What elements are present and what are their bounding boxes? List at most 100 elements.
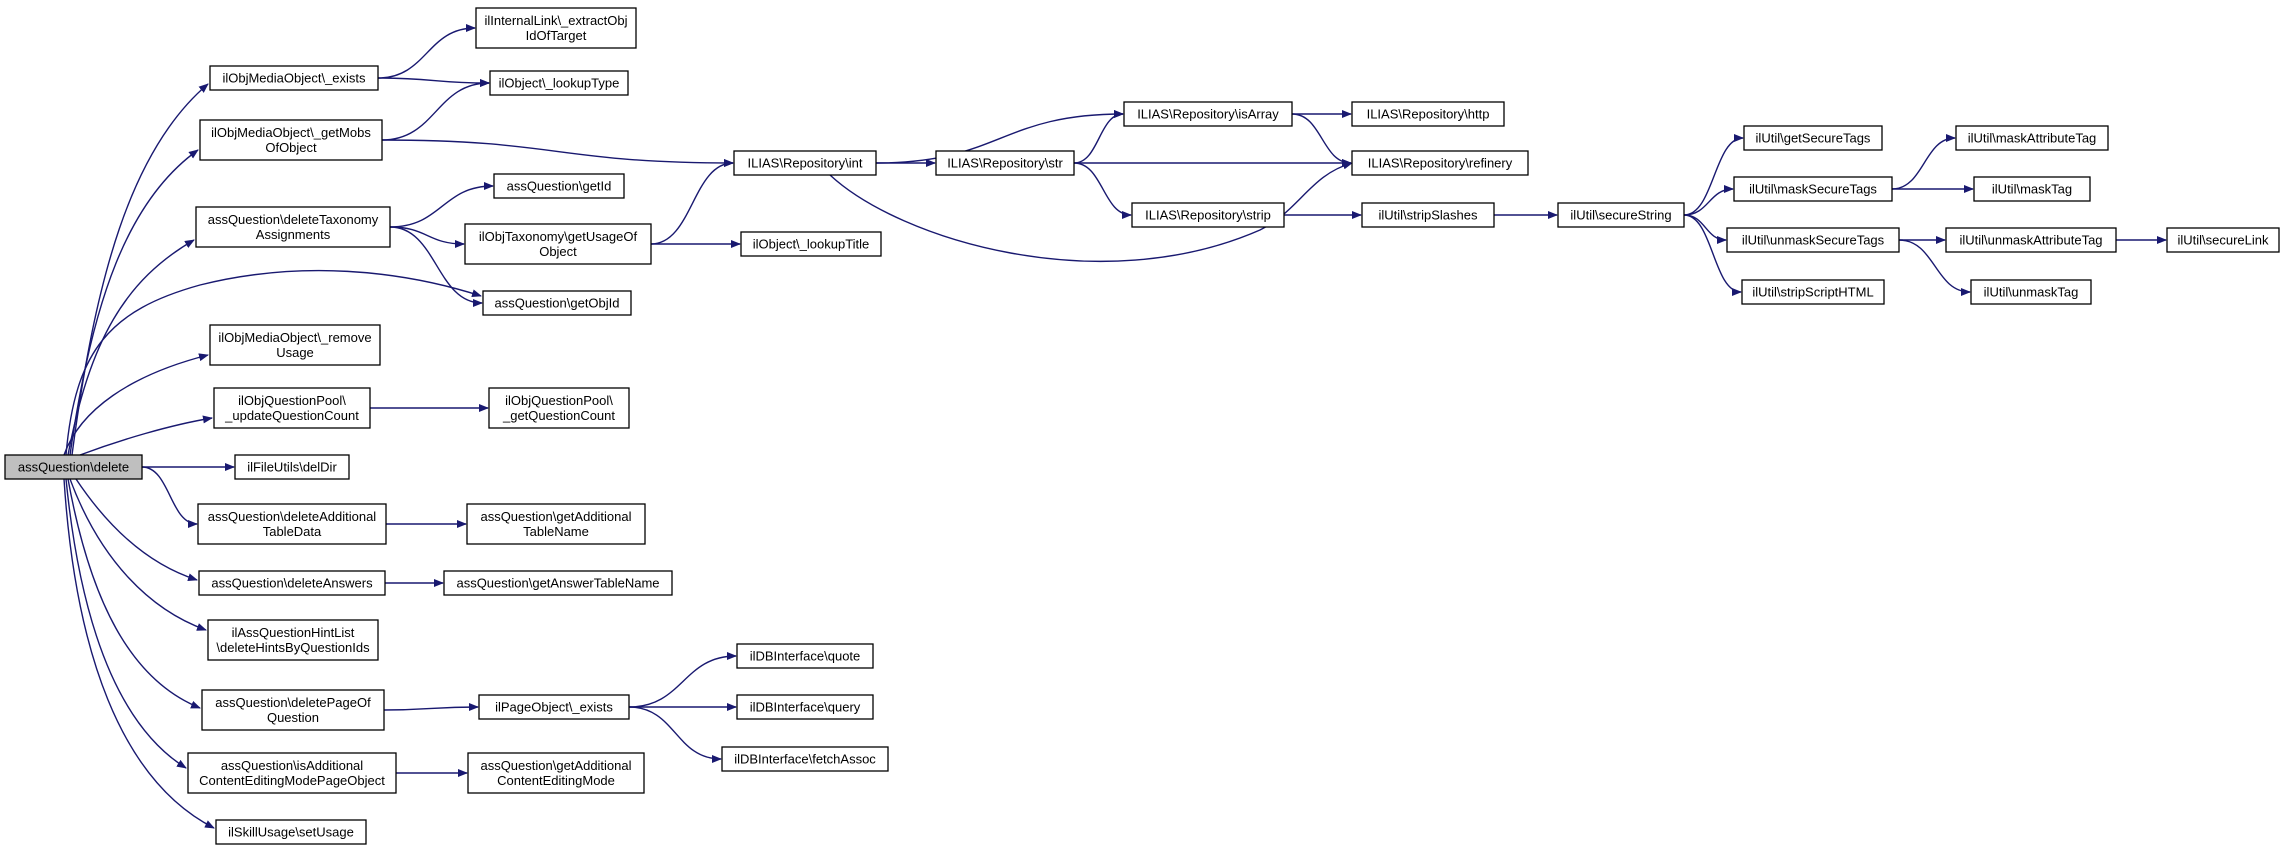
node-fetchAssoc[interactable]: ilDBInterface\fetchAssoc (721, 746, 889, 772)
edge-repoStr-to-isArray (1073, 110, 1124, 164)
node-stripSlashes[interactable]: ilUtil\stripSlashes (1361, 202, 1495, 228)
node-label-line: Usage (276, 345, 314, 360)
edge-mobExists-to-extractObj (377, 24, 476, 79)
node-unmaskAttr[interactable]: ilUtil\unmaskAttributeTag (1945, 227, 2117, 253)
node-root[interactable]: assQuestion\delete (4, 454, 143, 480)
node-label-line: ILIAS\Repository\strip (1145, 208, 1271, 223)
node-box (721, 746, 889, 772)
node-box (1726, 227, 1900, 253)
node-box (478, 694, 630, 720)
node-getQC[interactable]: ilObjQuestionPool\_getQuestionCount (488, 387, 630, 429)
edge-root-to-delAddTD (141, 466, 198, 528)
node-label-line: TableName (523, 524, 589, 539)
node-label-line: assQuestion\getObjId (494, 296, 619, 311)
node-setUsage[interactable]: ilSkillUsage\setUsage (215, 819, 367, 845)
edge-root-to-updQC (79, 415, 213, 456)
node-label-line: ilUtil\maskSecureTags (1749, 182, 1877, 197)
edge-delTax-to-getObjId (389, 226, 483, 307)
node-box (201, 689, 385, 731)
node-delDir[interactable]: ilFileUtils\delDir (234, 454, 350, 480)
node-label-line: ilUtil\stripSlashes (1379, 208, 1478, 223)
node-getSecureTags[interactable]: ilUtil\getSecureTags (1743, 125, 1883, 151)
node-box (213, 387, 371, 429)
node-strip[interactable]: ILIAS\Repository\strip (1131, 202, 1285, 228)
node-maskAttr[interactable]: ilUtil\maskAttributeTag (1955, 125, 2109, 151)
node-box (1970, 279, 2092, 305)
node-box (198, 570, 386, 596)
node-secureString[interactable]: ilUtil\secureString (1557, 202, 1685, 228)
node-box (209, 65, 379, 91)
node-lookupTitle[interactable]: ilObject\_lookupTitle (740, 231, 882, 257)
node-label-line: ilAssQuestionHintList (232, 625, 355, 640)
node-box (475, 7, 637, 49)
node-getId[interactable]: assQuestion\getId (493, 173, 625, 199)
node-label-line: ilObjQuestionPool\ (238, 393, 346, 408)
node-maskTag[interactable]: ilUtil\maskTag (1973, 176, 2091, 202)
node-label-line: ilObjMediaObject\_remove (218, 330, 371, 345)
edge-repoInt-to-refinery (829, 161, 1353, 263)
node-label-line: assQuestion\delete (18, 460, 129, 475)
node-lookupType[interactable]: ilObject\_lookupType (489, 70, 629, 96)
node-unmaskTag[interactable]: ilUtil\unmaskTag (1970, 279, 2092, 305)
node-repoInt[interactable]: ILIAS\Repository\int (733, 150, 877, 176)
node-box (443, 570, 673, 596)
node-quote[interactable]: ilDBInterface\quote (736, 643, 874, 669)
node-label-line: ContentEditingMode (497, 773, 615, 788)
edge-root-to-delTax (67, 239, 195, 456)
node-box (2166, 227, 2280, 253)
node-getAnsTN[interactable]: assQuestion\getAnswerTableName (443, 570, 673, 596)
edge-isArray-to-refinery (1291, 113, 1352, 167)
node-query[interactable]: ilDBInterface\query (736, 694, 874, 720)
node-box (1741, 279, 1885, 305)
node-label-line: assQuestion\deletePageOf (215, 695, 371, 710)
node-getAddCEM[interactable]: assQuestion\getAdditionalContentEditingM… (467, 752, 645, 794)
node-http[interactable]: ILIAS\Repository\http (1351, 101, 1505, 127)
node-mobExists[interactable]: ilObjMediaObject\_exists (209, 65, 379, 91)
node-repoStr[interactable]: ILIAS\Repository\str (935, 150, 1075, 176)
node-isAddCE[interactable]: assQuestion\isAdditionalContentEditingMo… (187, 752, 397, 794)
node-box (1557, 202, 1685, 228)
node-box (1131, 202, 1285, 228)
edge-root-to-hintList (69, 478, 207, 631)
edge-secureString-to-stripScript (1683, 214, 1742, 296)
node-label-line: ilObjMediaObject\_getMobs (211, 125, 371, 140)
node-label-line: Object (539, 244, 577, 259)
node-label-line: ilUtil\maskAttributeTag (1968, 131, 2097, 146)
node-pageExists[interactable]: ilPageObject\_exists (478, 694, 630, 720)
node-box (1973, 176, 2091, 202)
node-label-line: IdOfTarget (526, 28, 587, 43)
node-maskSecureTags[interactable]: ilUtil\maskSecureTags (1733, 176, 1893, 202)
node-box (489, 70, 629, 96)
node-label-line: ilUtil\unmaskSecureTags (1742, 233, 1885, 248)
node-getObjId[interactable]: assQuestion\getObjId (482, 290, 632, 316)
edge-root-to-delPage (67, 478, 201, 709)
edge-repoStr-to-strip (1073, 162, 1132, 219)
node-unmaskSecureTags[interactable]: ilUtil\unmaskSecureTags (1726, 227, 1900, 253)
node-label-line: Question (267, 710, 319, 725)
node-secureLink[interactable]: ilUtil\secureLink (2166, 227, 2280, 253)
nodes-layer: assQuestion\delete ilObjMediaObject\_exis… (4, 7, 2280, 845)
node-updQC[interactable]: ilObjQuestionPool\_updateQuestionCount (213, 387, 371, 429)
edge-repoInt-to-isArray (875, 110, 1124, 164)
node-box (493, 173, 625, 199)
node-label-line: _getQuestionCount (502, 408, 615, 423)
node-delAns[interactable]: assQuestion\deleteAnswers (198, 570, 386, 596)
node-hintList[interactable]: ilAssQuestionHintList\deleteHintsByQuest… (207, 619, 379, 661)
node-refinery[interactable]: ILIAS\Repository\refinery (1351, 150, 1529, 176)
node-label-line: assQuestion\deleteAdditional (208, 509, 377, 524)
node-label-line: _updateQuestionCount (224, 408, 359, 423)
node-label-line: ILIAS\Repository\int (748, 156, 863, 171)
node-isArray[interactable]: ILIAS\Repository\isArray (1123, 101, 1293, 127)
node-box (1743, 125, 1883, 151)
node-label-line: ilInternalLink\_extractObj (484, 13, 627, 28)
node-stripScript[interactable]: ilUtil\stripScriptHTML (1741, 279, 1885, 305)
